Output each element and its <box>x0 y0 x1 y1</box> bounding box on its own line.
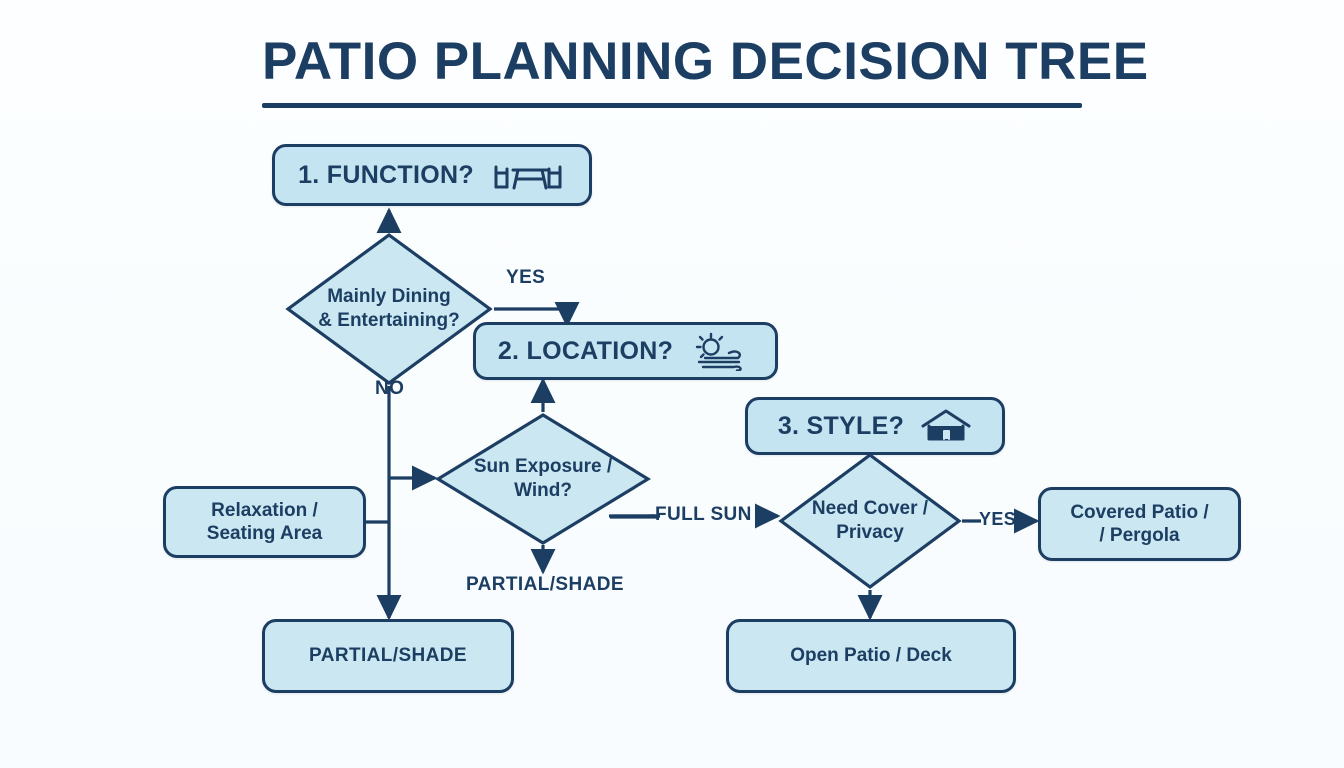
node-outcome-open-patio-label: Open Patio / Deck <box>790 645 952 667</box>
node-outcome-partial-shade[interactable]: PARTIAL/SHADE <box>262 619 514 693</box>
node-step1-label: 1. FUNCTION? <box>298 160 474 189</box>
node-outcome-covered-patio[interactable]: Covered Patio / / Pergola <box>1038 487 1241 561</box>
diamond-shape <box>285 233 493 385</box>
node-decision-need-cover[interactable]: Need Cover / Privacy <box>778 452 962 590</box>
title-divider <box>262 102 1082 108</box>
node-step1-function[interactable]: 1. FUNCTION? <box>272 144 592 206</box>
edge-label-full-sun: FULL SUN <box>655 504 752 525</box>
node-outcome-covered-patio-label: Covered Patio / / Pergola <box>1070 501 1209 546</box>
edge-label-partial-shade: PARTIAL/SHADE <box>466 574 624 595</box>
page-title-block: PATIO PLANNING DECISION TREE <box>262 32 1149 108</box>
node-decision-mainly-dining[interactable]: Mainly Dining & Entertaining? <box>285 232 493 386</box>
diamond-shape <box>435 413 651 545</box>
node-outcome-relaxation-label: Relaxation / Seating Area <box>206 499 323 544</box>
node-step2-label: 2. LOCATION? <box>497 336 674 365</box>
node-outcome-relaxation[interactable]: Relaxation / Seating Area <box>163 486 366 558</box>
page-title: PATIO PLANNING DECISION TREE <box>262 32 1149 91</box>
diamond-shape <box>778 453 962 589</box>
node-outcome-partial-shade-label: PARTIAL/SHADE <box>309 645 467 667</box>
node-step2-location[interactable]: 2. LOCATION? <box>473 322 778 380</box>
node-step3-style[interactable]: 3. STYLE? <box>745 397 1005 455</box>
node-decision-sun-exposure[interactable]: Sun Exposure / Wind? <box>435 412 651 546</box>
sun-wind-icon <box>689 331 753 371</box>
patio-furniture-icon <box>490 157 566 193</box>
edge-label-yes-covered: YES <box>979 509 1017 529</box>
edge-label-yes-location: YES <box>506 267 546 288</box>
node-outcome-open-patio[interactable]: Open Patio / Deck <box>726 619 1016 693</box>
edge-label-no-relaxation: NO <box>375 378 405 399</box>
node-step3-label: 3. STYLE? <box>777 411 905 440</box>
house-icon <box>920 407 972 445</box>
